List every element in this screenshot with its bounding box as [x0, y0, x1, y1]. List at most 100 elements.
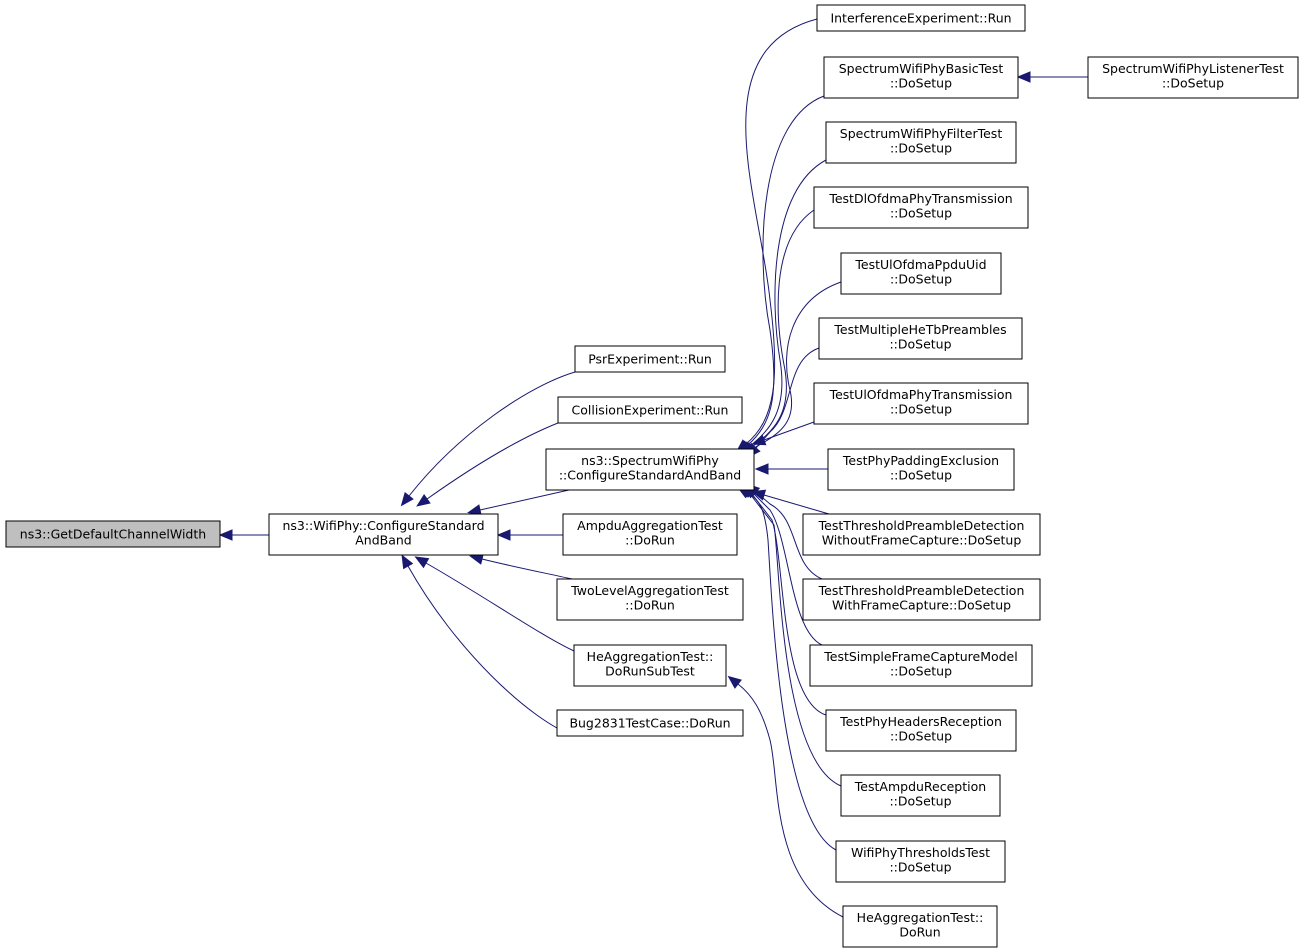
node-label: ::DoSetup: [1162, 76, 1224, 91]
edge-line: [408, 371, 576, 497]
node-box: [573, 644, 727, 687]
node-box: [840, 774, 1001, 817]
node-box: [842, 905, 998, 948]
node-box: [827, 448, 1015, 491]
node-hesub[interactable]: HeAggregationTest::DoRunSubTest: [573, 644, 727, 687]
graph-nodes: ns3::GetDefaultChannelWidth ns3::WifiPhy:…: [5, 4, 1299, 948]
node-pad[interactable]: TestPhyPaddingExclusion::DoSetup: [827, 448, 1015, 491]
edge-interf-scsab: [735, 18, 818, 453]
edge-thrwo-scsab: [751, 489, 830, 515]
node-label: TestPhyPaddingExclusion: [842, 453, 999, 468]
node-label: PsrExperiment::Run: [588, 352, 712, 367]
node-label: SpectrumWifiPhyFilterTest: [840, 126, 1003, 141]
edge-arrowhead: [401, 554, 414, 570]
node-ampdur[interactable]: TestAmpduReception::DoSetup: [840, 774, 1001, 817]
node-box: [1087, 56, 1299, 99]
node-label: ns3::WifiPhy::ConfigureStandard: [282, 518, 484, 533]
edge-arrowhead: [414, 556, 430, 569]
node-label: SpectrumWifiPhyListenerTest: [1102, 61, 1284, 76]
node-box: [825, 709, 1017, 752]
edge-bug-wcsab: [401, 554, 575, 737]
node-label: ::ConfigureStandardAndBand: [559, 468, 741, 483]
edge-arrowhead: [469, 553, 484, 565]
node-box: [823, 56, 1019, 99]
edge-ulppdu-scsab: [742, 281, 842, 455]
node-label: TestUlOfdmaPhyTransmission: [829, 387, 1013, 402]
node-twolvl[interactable]: TwoLevelAggregationTest::DoRun: [556, 578, 744, 621]
node-label: TwoLevelAggregationTest: [570, 583, 729, 598]
node-label: DoRun: [899, 925, 940, 940]
edge-line: [749, 159, 827, 447]
node-herun[interactable]: HeAggregationTest::DoRun: [842, 905, 998, 948]
edge-line: [747, 492, 837, 851]
node-coll[interactable]: CollisionExperiment::Run: [557, 396, 743, 424]
edge-twolvl-wcsab: [469, 553, 573, 580]
node-label: ns3::GetDefaultChannelWidth: [20, 527, 206, 542]
node-label: TestSimpleFrameCaptureModel: [823, 649, 1017, 664]
node-listen[interactable]: SpectrumWifiPhyListenerTest::DoSetup: [1087, 56, 1299, 99]
node-filter[interactable]: SpectrumWifiPhyFilterTest::DoSetup: [825, 121, 1017, 164]
node-label: ns3::SpectrumWifiPhy: [581, 453, 719, 468]
node-label: AmpduAggregationTest: [577, 518, 723, 533]
edge-arrowhead: [400, 492, 414, 507]
edge-line: [479, 489, 570, 511]
node-label: HeAggregationTest::: [587, 649, 714, 664]
node-scsab[interactable]: ns3::SpectrumWifiPhy::ConfigureStandardA…: [545, 448, 755, 491]
node-root[interactable]: ns3::GetDefaultChannelWidth: [5, 520, 221, 548]
node-box: [840, 252, 1002, 295]
edge-arrowhead: [754, 463, 769, 475]
edge-line: [745, 18, 818, 445]
edge-line: [407, 565, 575, 737]
node-box: [574, 345, 726, 373]
node-box: [545, 448, 755, 491]
node-label: WifiPhyThresholdsTest: [851, 845, 990, 860]
node-label: TestUlOfdmaPpduUid: [854, 257, 986, 272]
node-label: ::DoSetup: [889, 337, 951, 352]
node-box: [5, 520, 221, 548]
edge-line: [426, 422, 559, 500]
edge-pad-scsab: [754, 463, 828, 475]
node-ampdu[interactable]: AmpduAggregationTest::DoRun: [562, 513, 738, 556]
edge-arrowhead: [751, 434, 767, 446]
edge-arrowhead: [416, 494, 431, 507]
node-bug[interactable]: Bug2831TestCase::DoRun: [556, 709, 744, 737]
node-box: [813, 186, 1029, 229]
node-thrt[interactable]: WifiPhyThresholdsTest::DoSetup: [835, 840, 1006, 883]
node-ulofd[interactable]: TestUlOfdmaPhyTransmission::DoSetup: [813, 382, 1029, 425]
node-thrwo[interactable]: TestThresholdPreambleDetectionWithoutFra…: [802, 513, 1041, 556]
edge-line: [763, 421, 815, 441]
edge-arrowhead: [218, 529, 233, 541]
edge-arrowhead: [727, 675, 742, 689]
node-label: HeAggregationTest::: [857, 910, 984, 925]
node-interf[interactable]: InterferenceExperiment::Run: [816, 4, 1026, 32]
node-simple[interactable]: TestSimpleFrameCaptureModel::DoSetup: [809, 644, 1033, 687]
edge-coll-wcsab: [416, 422, 559, 507]
node-dlofd[interactable]: TestDlOfdmaPhyTransmission::DoSetup: [813, 186, 1029, 229]
edge-line: [753, 281, 842, 449]
node-thrw[interactable]: TestThresholdPreambleDetectionWithFrameC…: [802, 578, 1041, 621]
edge-line: [749, 493, 842, 787]
node-multhe[interactable]: TestMultipleHeTbPreambles::DoSetup: [818, 317, 1023, 360]
node-label: ::DoSetup: [890, 272, 952, 287]
node-label: AndBand: [355, 533, 412, 548]
node-wcsab[interactable]: ns3::WifiPhy::ConfigureStandardAndBand: [268, 513, 499, 556]
node-label: ::DoSetup: [890, 664, 952, 679]
node-box: [835, 840, 1006, 883]
node-box: [816, 4, 1026, 32]
edge-herun-hesub: [727, 675, 844, 918]
node-psr[interactable]: PsrExperiment::Run: [574, 345, 726, 373]
node-hdrs[interactable]: TestPhyHeadersReception::DoSetup: [825, 709, 1017, 752]
node-label: TestThresholdPreambleDetection: [818, 518, 1025, 533]
node-label: TestThresholdPreambleDetection: [818, 583, 1025, 598]
node-basic[interactable]: SpectrumWifiPhyBasicTest::DoSetup: [823, 56, 1019, 99]
node-label: WithoutFrameCapture::DoSetup: [822, 533, 1022, 548]
node-ulppdu[interactable]: TestUlOfdmaPpduUid::DoSetup: [840, 252, 1002, 295]
node-label: Bug2831TestCase::DoRun: [569, 716, 730, 731]
node-label: TestPhyHeadersReception: [839, 714, 1002, 729]
node-box: [818, 317, 1023, 360]
node-label: SpectrumWifiPhyBasicTest: [839, 61, 1004, 76]
edge-ampdu-wcsab: [496, 529, 563, 541]
edge-line: [425, 562, 575, 652]
node-label: ::DoSetup: [890, 76, 952, 91]
edge-scsab-wcsab: [467, 489, 570, 516]
